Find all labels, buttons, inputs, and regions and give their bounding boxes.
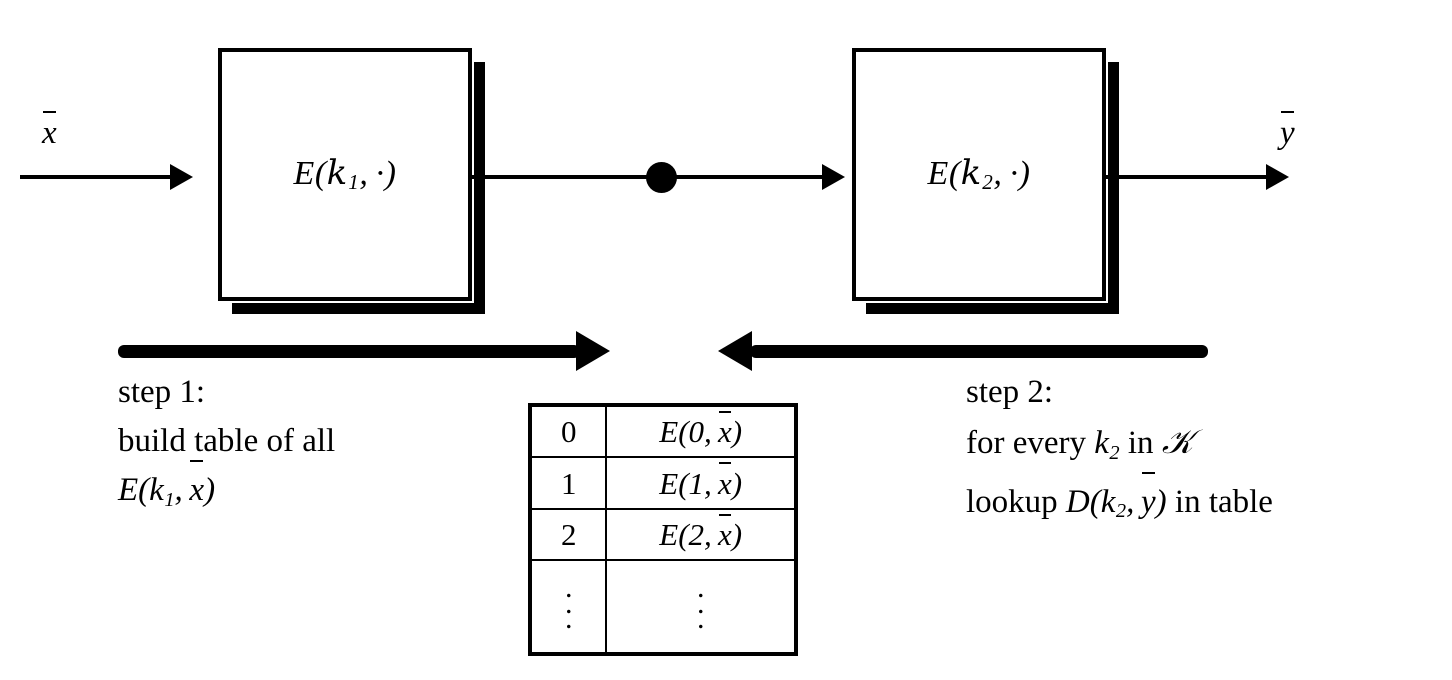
row-2-fn: E xyxy=(659,517,679,553)
step-2-heading: step 2: xyxy=(966,374,1054,410)
step-1-arrow-shaft xyxy=(118,345,580,358)
step-2-lookup-word: lookup xyxy=(966,483,1058,520)
step-1-line-1: build table of all xyxy=(118,423,336,459)
step-1-arg: x xyxy=(189,460,204,515)
input-signal-label: x xyxy=(42,111,57,151)
step-1-line-2: E(k1, x) xyxy=(118,460,335,525)
cipher-block-2-label: E(k2, ·) xyxy=(927,152,1031,195)
step-2-arrowhead xyxy=(718,331,752,371)
vertical-dots-icon: ... xyxy=(564,571,573,636)
output-arrowhead xyxy=(1266,164,1289,190)
step-2-key: k xyxy=(1094,425,1109,461)
row-1-fn: E xyxy=(659,465,679,501)
vertical-dots-icon: ... xyxy=(696,571,705,636)
block-2-key-index: 2 xyxy=(982,170,994,195)
table-cell-value: E(2, x) xyxy=(605,507,794,562)
keyspace-symbol: 𝒦 xyxy=(1161,422,1194,461)
row-1-index: 1 xyxy=(688,465,705,501)
row-0-index: 0 xyxy=(688,414,705,450)
precomputed-lookup-table[interactable]: 0 E(0, x) 1 E(1, x) 2 E(2, x) xyxy=(528,403,798,656)
input-arrowhead xyxy=(170,164,193,190)
step-2-line2-key: k xyxy=(1100,483,1116,520)
step-1-key-index: 1 xyxy=(164,488,175,511)
row-0-fn: E xyxy=(659,414,679,450)
cipher-block-2[interactable]: E(k2, ·) xyxy=(852,48,1119,314)
output-signal-label: y xyxy=(1280,111,1295,151)
block-2-shadow-right xyxy=(1108,62,1119,314)
input-wire xyxy=(20,175,172,179)
step-2-line2-arg: y xyxy=(1141,472,1156,527)
middle-wire-left xyxy=(472,175,662,179)
table-cell-key: 0 xyxy=(532,407,608,459)
table-row[interactable]: 0 E(0, x) xyxy=(532,407,794,459)
block-1-arg: · xyxy=(375,154,385,192)
middle-wire-right xyxy=(672,175,824,179)
step-2-caption: step 2: for every k2 in 𝒦 lookup D(k2, y… xyxy=(966,368,1273,536)
step-2-decrypt-fn: D xyxy=(1065,483,1090,520)
cipher-block-1[interactable]: E(k1, ·) xyxy=(218,48,485,314)
block-2-key: k xyxy=(960,152,982,193)
x-bar-glyph: x xyxy=(42,111,57,151)
step-2-line-1: for every k2 in 𝒦 xyxy=(966,417,1273,478)
table-row[interactable]: 1 E(1, x) xyxy=(532,456,794,510)
table-row[interactable]: 2 E(2, x) xyxy=(532,507,794,562)
output-wire xyxy=(1106,175,1268,179)
step-1-heading: step 1: xyxy=(118,374,206,410)
block-1-shadow-right xyxy=(474,62,485,314)
block-1-shadow-bottom xyxy=(232,303,485,314)
step-1-caption: step 1: build table of all E(k1, x) xyxy=(118,368,335,525)
table-cell-value-ellipsis: ... xyxy=(605,559,794,652)
table-cell-key: 1 xyxy=(532,456,608,510)
step-1-key: k xyxy=(149,472,164,508)
row-2-index: 2 xyxy=(688,517,705,553)
block-1-key-index: 1 xyxy=(348,170,360,195)
step-2-suffix: in table xyxy=(1174,483,1273,520)
table-cell-key: 2 xyxy=(532,507,608,562)
table-cell-key-ellipsis: ... xyxy=(532,559,608,652)
block-2-fn: E xyxy=(927,154,949,192)
midpoint-tap-dot xyxy=(646,162,677,193)
table-row-ellipsis: ... ... xyxy=(532,559,794,652)
step-2-line2-key-index: 2 xyxy=(1115,500,1127,523)
cipher-block-1-label: E(k1, ·) xyxy=(293,152,397,195)
block-2-arg: · xyxy=(1009,154,1019,192)
table-cell-value: E(1, x) xyxy=(605,456,794,510)
step-2-prefix: for every xyxy=(966,425,1087,461)
step-2-key-index: 2 xyxy=(1109,441,1120,464)
middle-arrowhead xyxy=(822,164,845,190)
step-2-in-word: in xyxy=(1127,425,1154,461)
block-1-fn: E xyxy=(293,154,315,192)
step-1-arrowhead xyxy=(576,331,610,371)
block-1-key: k xyxy=(326,152,348,193)
block-2-shadow-bottom xyxy=(866,303,1119,314)
step-1-fn: E xyxy=(118,472,139,508)
table-cell-value: E(0, x) xyxy=(605,407,794,459)
step-2-line-2: lookup D(k2, y) in table xyxy=(966,472,1273,537)
lookup-table-body: 0 E(0, x) 1 E(1, x) 2 E(2, x) xyxy=(532,407,794,652)
y-bar-glyph: y xyxy=(1280,111,1295,151)
step-2-arrow-shaft xyxy=(750,345,1208,358)
